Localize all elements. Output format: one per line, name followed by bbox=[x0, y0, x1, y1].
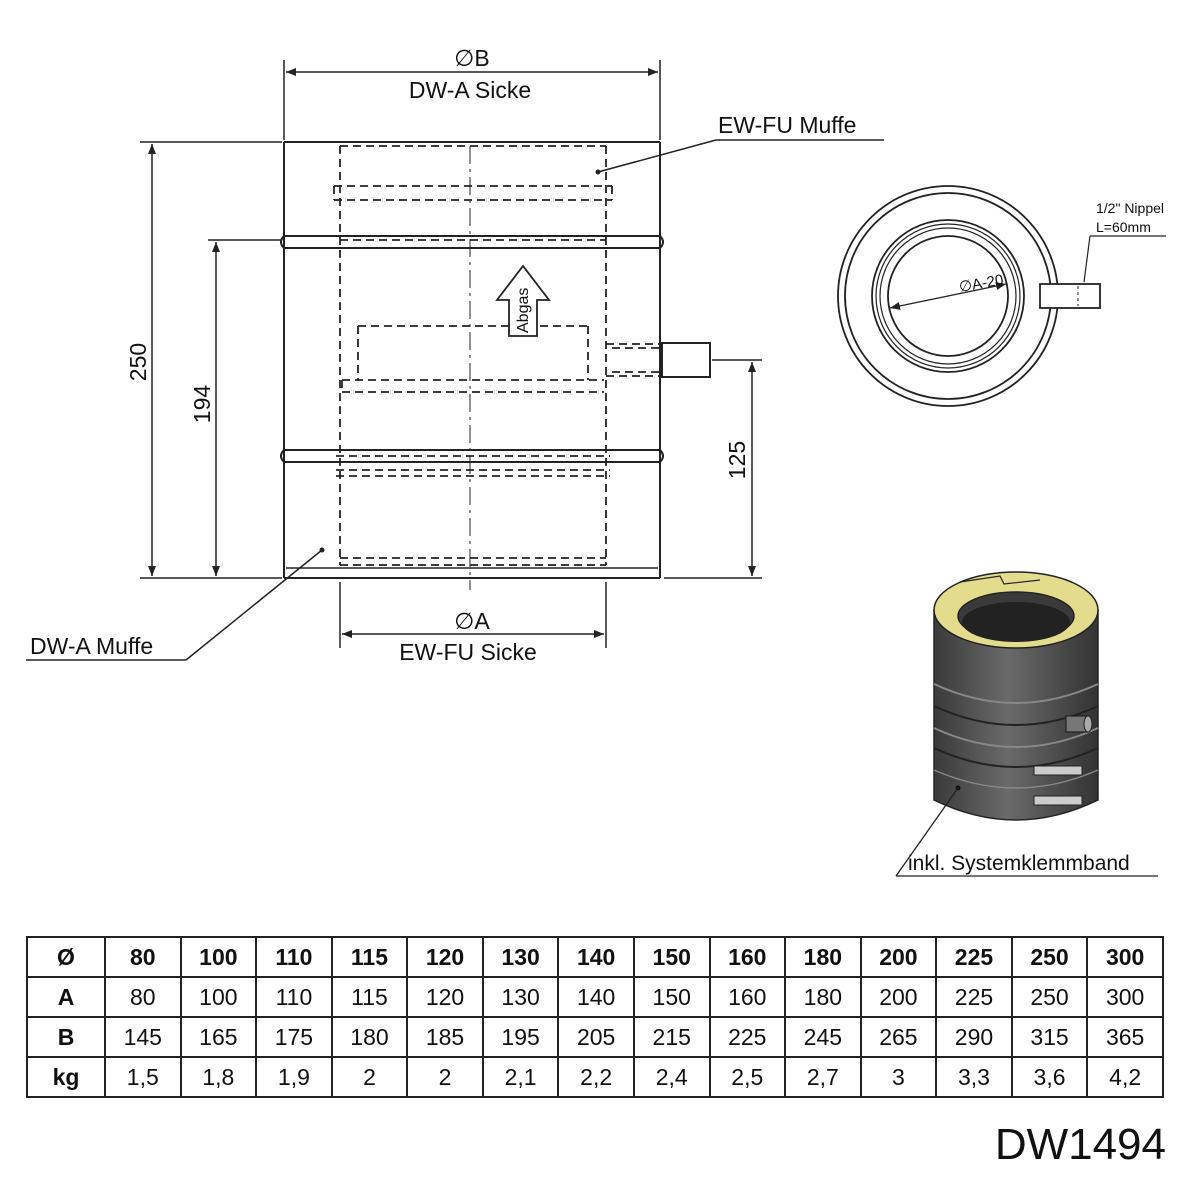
table-cell: 300 bbox=[1086, 976, 1164, 1018]
dim-dia-b bbox=[283, 60, 661, 140]
table-cell: 130 bbox=[481, 936, 560, 978]
table-cell: 110 bbox=[255, 976, 333, 1018]
klemmband-label: inkl. Systemklemmband bbox=[908, 852, 1130, 875]
table-cell: 200 bbox=[859, 936, 938, 978]
dim-250-label: 250 bbox=[125, 343, 151, 381]
table-cell: 80 bbox=[104, 976, 182, 1018]
table-cell: 110 bbox=[255, 936, 333, 978]
table-cell: 195 bbox=[481, 1016, 560, 1058]
table-cell: 2,2 bbox=[557, 1056, 635, 1098]
dim-194 bbox=[208, 239, 282, 576]
table-cell: 180 bbox=[330, 1016, 409, 1058]
nippel-label-1: 1/2" Nippel bbox=[1096, 200, 1164, 216]
table-cell: 175 bbox=[255, 1016, 333, 1058]
table-cell: 140 bbox=[557, 976, 635, 1018]
table-cell: 165 bbox=[179, 1016, 258, 1058]
table-cell: 300 bbox=[1086, 936, 1164, 978]
table-cell: 115 bbox=[330, 936, 409, 978]
table-cell: 225 bbox=[935, 976, 1013, 1018]
table-row-label: kg bbox=[26, 1056, 106, 1098]
table-cell: 3 bbox=[859, 1056, 938, 1098]
table-cell: 150 bbox=[632, 976, 711, 1018]
table-cell: 100 bbox=[179, 976, 258, 1018]
table-cell: 3,6 bbox=[1010, 1056, 1089, 1098]
table-cell: 1,9 bbox=[255, 1056, 333, 1098]
table-cell: 2 bbox=[406, 1056, 484, 1098]
table-cell: 120 bbox=[406, 976, 484, 1018]
dia-b-label: ∅B bbox=[454, 45, 489, 71]
dim-250 bbox=[140, 141, 282, 579]
table-cell: 290 bbox=[935, 1016, 1013, 1058]
table-cell: 140 bbox=[557, 936, 635, 978]
table-cell: 1,8 bbox=[179, 1056, 258, 1098]
table-cell: 2,7 bbox=[784, 1056, 862, 1098]
product-code: DW1494 bbox=[994, 1120, 1166, 1169]
table-cell: 185 bbox=[406, 1016, 484, 1058]
product-3d-view bbox=[895, 571, 1158, 877]
table-cell: 145 bbox=[104, 1016, 182, 1058]
table-cell: 215 bbox=[632, 1016, 711, 1058]
leader-dw-a-muffe bbox=[26, 549, 323, 661]
dia-a-label: ∅A bbox=[454, 608, 490, 634]
table-cell: 180 bbox=[784, 976, 862, 1018]
leader-ew-fu-muffe bbox=[597, 139, 884, 173]
table-cell: 160 bbox=[708, 976, 787, 1018]
table-row-label: Ø bbox=[26, 936, 106, 978]
dim-194-label: 194 bbox=[189, 385, 215, 424]
table-cell: 2,5 bbox=[708, 1056, 787, 1098]
table-cell: 2,4 bbox=[632, 1056, 711, 1098]
table-cell: 2 bbox=[330, 1056, 409, 1098]
technical-drawing: Abgas ∅B DW-A Sicke ∅A EW-FU Sicke 250 1… bbox=[26, 45, 1166, 877]
table-cell: 160 bbox=[708, 936, 787, 978]
table-cell: 200 bbox=[859, 976, 938, 1018]
top-view bbox=[837, 185, 1166, 407]
table-row-label: B bbox=[26, 1016, 106, 1058]
table-cell: 225 bbox=[935, 936, 1013, 978]
table-cell: 250 bbox=[1010, 936, 1089, 978]
dw-a-sicke-label: DW-A Sicke bbox=[409, 77, 531, 103]
table-cell: 1,5 bbox=[104, 1056, 182, 1098]
table-cell: 265 bbox=[859, 1016, 938, 1058]
table-cell: 315 bbox=[1010, 1016, 1089, 1058]
table-cell: 80 bbox=[104, 936, 182, 978]
dw-a-muffe-label: DW-A Muffe bbox=[30, 633, 153, 659]
dim-125-label: 125 bbox=[724, 441, 750, 479]
table-cell: 4,2 bbox=[1086, 1056, 1164, 1098]
table-cell: 100 bbox=[179, 936, 258, 978]
table-cell: 3,3 bbox=[935, 1056, 1013, 1098]
table-cell: 365 bbox=[1086, 1016, 1164, 1058]
nippel-label-2: L=60mm bbox=[1096, 219, 1151, 235]
ew-fu-muffe-label: EW-FU Muffe bbox=[718, 112, 856, 138]
table-row-label: A bbox=[26, 976, 106, 1018]
dim-125 bbox=[664, 359, 762, 579]
table-cell: 130 bbox=[481, 976, 560, 1018]
dia-a20-label: ∅A-20 bbox=[958, 271, 1005, 296]
front-view bbox=[280, 141, 711, 590]
table-cell: 205 bbox=[557, 1016, 635, 1058]
table-cell: 120 bbox=[406, 936, 484, 978]
table-cell: 2,1 bbox=[481, 1056, 560, 1098]
table-cell: 225 bbox=[708, 1016, 787, 1058]
table-cell: 150 bbox=[632, 936, 711, 978]
abgas-label: Abgas bbox=[515, 288, 532, 333]
table-cell: 115 bbox=[330, 976, 409, 1018]
table-cell: 245 bbox=[784, 1016, 862, 1058]
table-cell: 250 bbox=[1010, 976, 1089, 1018]
dim-dia-a bbox=[339, 582, 607, 648]
table-cell: 180 bbox=[784, 936, 862, 978]
ew-fu-sicke-label: EW-FU Sicke bbox=[399, 639, 537, 665]
